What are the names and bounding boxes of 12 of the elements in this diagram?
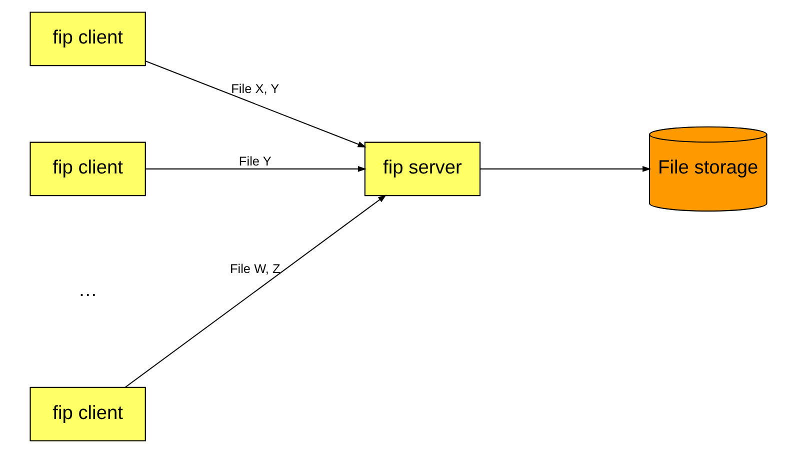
node-box: fip client: [30, 386, 146, 442]
arrow: [480, 166, 652, 172]
edge-label: File X, Y: [231, 80, 280, 96]
edge-label: File Y: [238, 153, 272, 168]
arrow: [146, 166, 366, 172]
node-box: fip client: [30, 12, 146, 66]
node-box: fip client: [30, 142, 146, 196]
edge-label: File W, Z: [230, 260, 280, 276]
arrow: [145, 60, 366, 148]
arrow: [124, 194, 387, 388]
label: …: [78, 280, 98, 302]
node-box: fip server: [364, 142, 481, 196]
